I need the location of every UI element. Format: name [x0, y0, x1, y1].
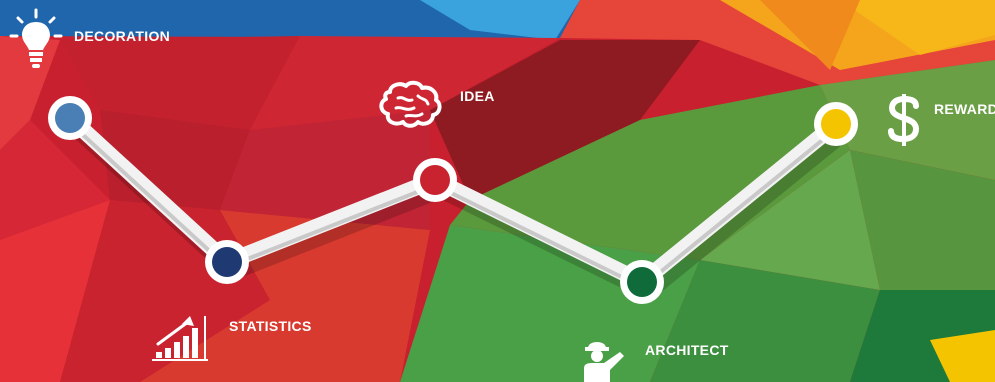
- milestone-node-idea: [413, 158, 457, 202]
- brain-icon: [379, 80, 442, 128]
- milestone-node-statistics: [205, 240, 249, 284]
- lightbulb-icon: [9, 8, 63, 68]
- milestone-label-architect: ARCHITECT: [645, 342, 729, 358]
- milestone-node-reward: [814, 102, 858, 146]
- milestone-label-decoration: DECORATION: [74, 28, 171, 44]
- milestone-label-statistics: STATISTICS: [229, 318, 312, 334]
- milestone-label-reward: REWARD: [934, 101, 995, 117]
- dollar-icon: [888, 94, 920, 146]
- worker-icon: [584, 342, 624, 382]
- milestone-label-idea: IDEA: [460, 88, 495, 104]
- milestone-node-architect: [620, 260, 664, 304]
- milestone-node-decoration: [48, 96, 92, 140]
- bar-chart-icon: [152, 316, 208, 361]
